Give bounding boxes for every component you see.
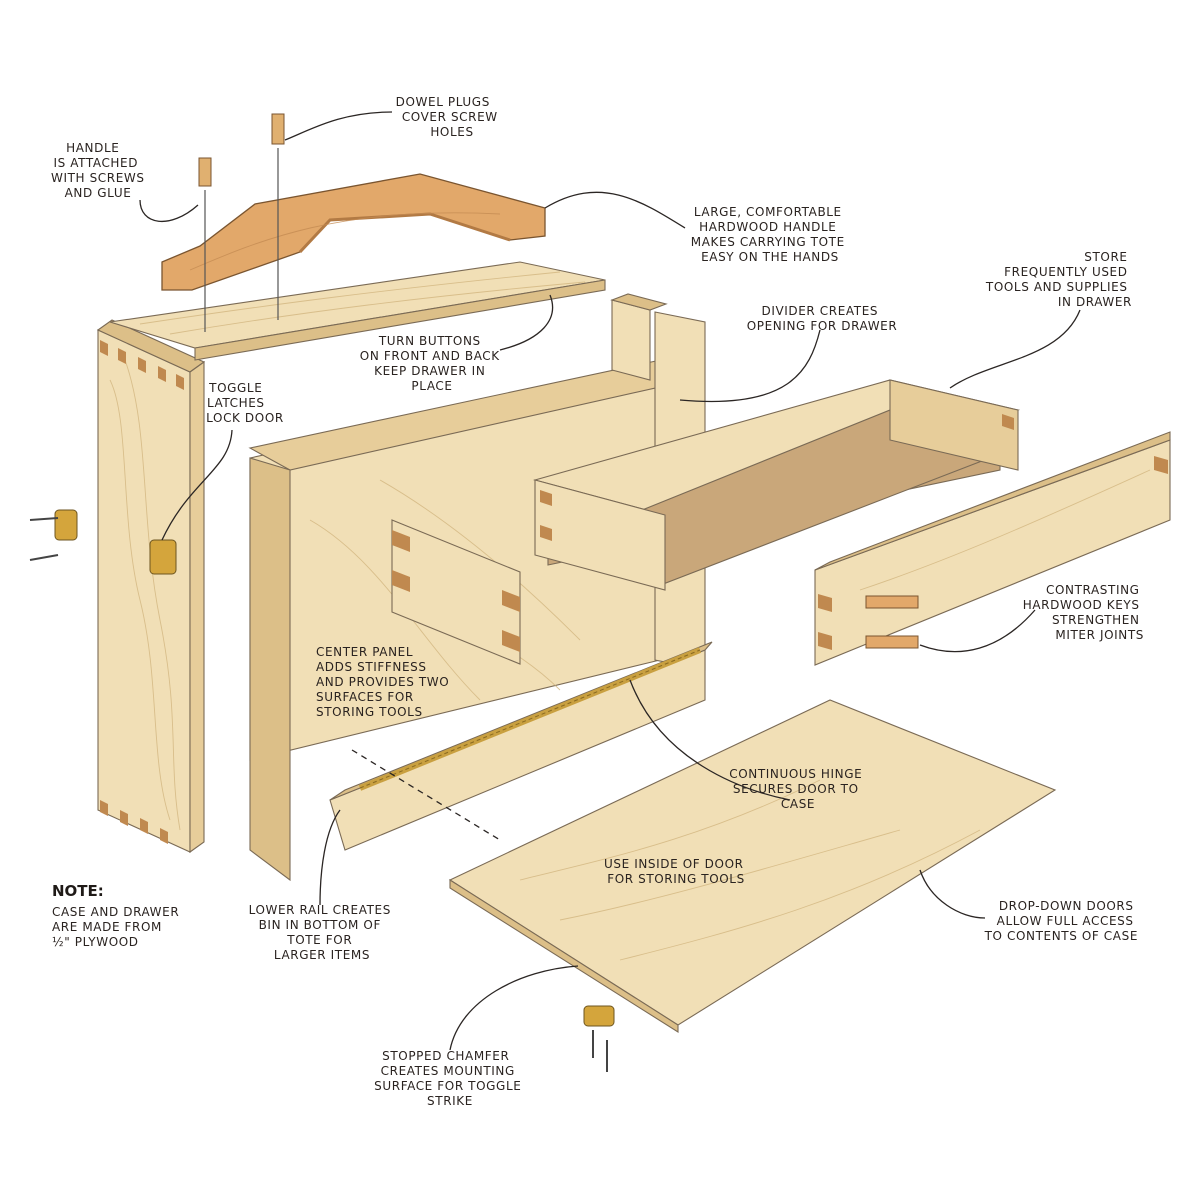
- label-dowel-plugs: DOWEL PLUGS COVER SCREW HOLES: [396, 95, 503, 139]
- label-handle-attached: HANDLE IS ATTACHED WITH SCREWS AND GLUE: [51, 141, 149, 200]
- label-center-panel: CENTER PANEL ADDS STIFFNESS AND PROVIDES…: [316, 645, 454, 719]
- label-stopped-chamfer: STOPPED CHAMFER CREATES MOUNTING SURFACE…: [374, 1049, 526, 1108]
- hardwood-handle: [161, 173, 546, 291]
- label-continuous-hinge: CONTINUOUS HINGE SECURES DOOR TO CASE: [729, 767, 867, 811]
- drawer: [532, 379, 1021, 591]
- label-toggle-latches: TOGGLE LATCHES LOCK DOOR: [206, 381, 284, 425]
- label-use-inside: USE INSIDE OF DOOR FOR STORING TOOLS: [604, 857, 748, 886]
- callout-labels: DOWEL PLUGS COVER SCREW HOLES HANDLE IS …: [51, 95, 1144, 1108]
- label-large-handle: LARGE, COMFORTABLE HARDWOOD HANDLE MAKES…: [691, 205, 849, 264]
- label-divider: DIVIDER CREATES OPENING FOR DRAWER: [747, 304, 898, 333]
- lower-rail: [329, 641, 713, 851]
- latch-hardware: [29, 509, 78, 561]
- drop-down-door: [448, 699, 1057, 1033]
- drawer-side-dovetail: [391, 519, 521, 665]
- drawer-front: [814, 431, 1171, 666]
- note-text: CASE AND DRAWER ARE MADE FROM ½" PLYWOOD: [52, 905, 184, 949]
- label-lower-rail: LOWER RAIL CREATES BIN IN BOTTOM OF TOTE…: [249, 903, 396, 962]
- leader-lines: [139, 111, 1081, 1051]
- label-contrasting-keys: CONTRASTING HARDWOOD KEYS STRENGTHEN MIT…: [1023, 583, 1144, 642]
- label-turn-buttons: TURN BUTTONS ON FRONT AND BACK KEEP DRAW…: [360, 334, 504, 393]
- note-title: NOTE:: [52, 882, 104, 900]
- top-panel: [109, 261, 606, 361]
- left-end-panel: [96, 319, 206, 854]
- hardwood-key: [865, 595, 919, 609]
- dowel-plugs: [198, 113, 285, 332]
- hardwood-key: [865, 635, 919, 649]
- label-drop-down: DROP-DOWN DOORS ALLOW FULL ACCESS TO CON…: [984, 899, 1138, 943]
- toggle-latch: [149, 539, 177, 575]
- label-store-tools: STORE FREQUENTLY USED TOOLS AND SUPPLIES…: [985, 250, 1132, 309]
- toggle-strike: [583, 1005, 615, 1072]
